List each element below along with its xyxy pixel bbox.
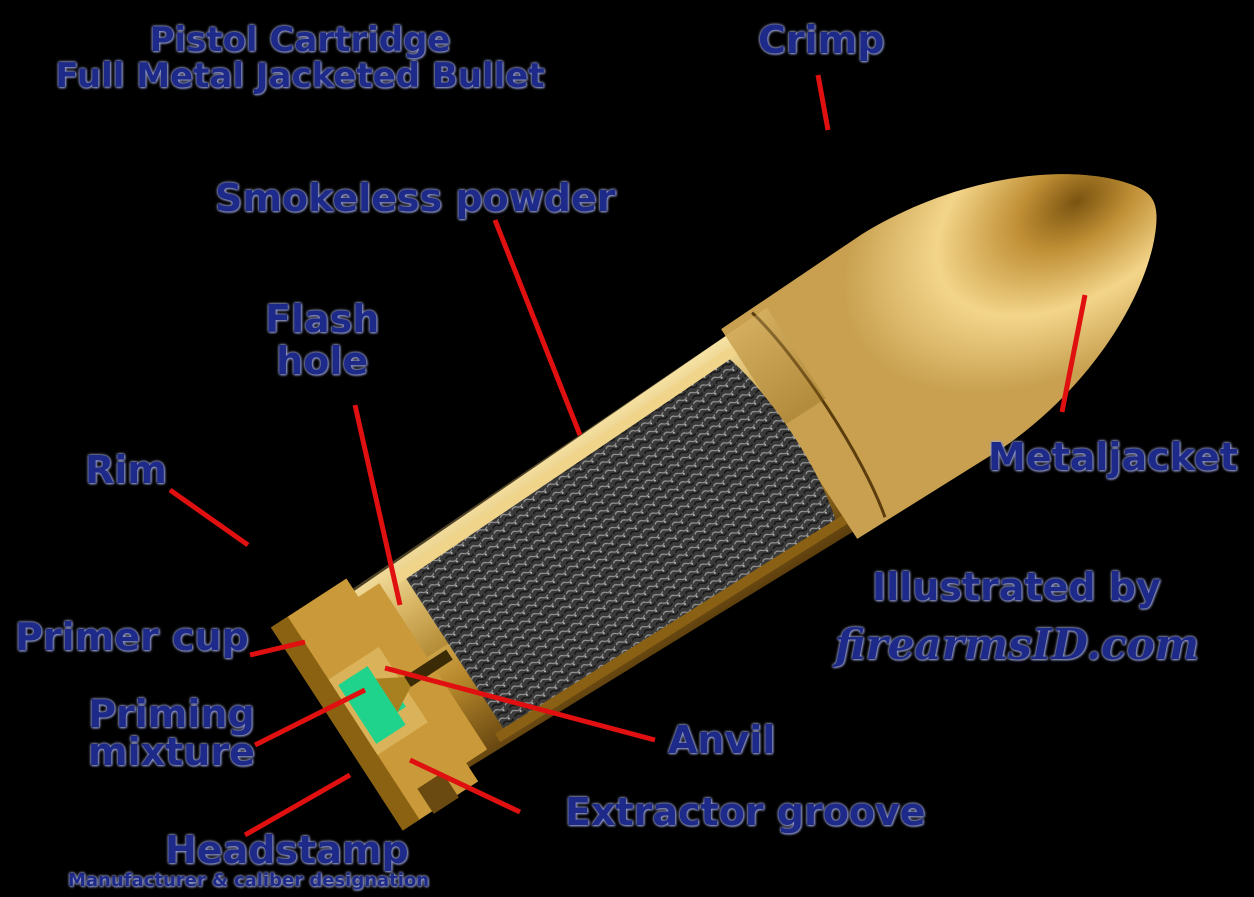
label-flash-hole: Flash hole <box>265 298 379 382</box>
label-smokeless-powder: Smokeless powder <box>215 176 615 220</box>
diagram-title: Pistol Cartridge Full Metal Jacketed Bul… <box>40 22 560 94</box>
label-priming-mixture-line-1: Priming <box>88 695 255 733</box>
leader-rim <box>170 490 248 545</box>
label-flash-hole-line-2: hole <box>265 340 379 382</box>
label-metal-jacket: Metaljacket <box>988 435 1238 479</box>
label-headstamp: Headstamp <box>165 828 409 872</box>
label-extractor-groove: Extractor groove <box>565 790 925 834</box>
title-line-2: Full Metal Jacketed Bullet <box>40 58 560 94</box>
label-priming-mixture-line-2: mixture <box>88 733 255 771</box>
title-line-1: Pistol Cartridge <box>40 22 560 58</box>
label-rim: Rim <box>85 448 167 492</box>
label-headstamp-sub: Manufacturer & caliber designation <box>68 870 429 891</box>
label-priming-mixture: Priming mixture <box>88 695 255 771</box>
leader-crimp <box>818 75 828 130</box>
credit-site: firearmsID.com <box>835 620 1199 669</box>
label-crimp: Crimp <box>758 18 884 62</box>
label-flash-hole-line-1: Flash <box>265 298 379 340</box>
leader-headstamp <box>245 775 350 835</box>
leader-powder <box>495 220 580 435</box>
credit-illustrated-by: Illustrated by <box>872 565 1161 609</box>
label-primer-cup: Primer cup <box>15 615 249 659</box>
label-anvil: Anvil <box>668 718 775 762</box>
